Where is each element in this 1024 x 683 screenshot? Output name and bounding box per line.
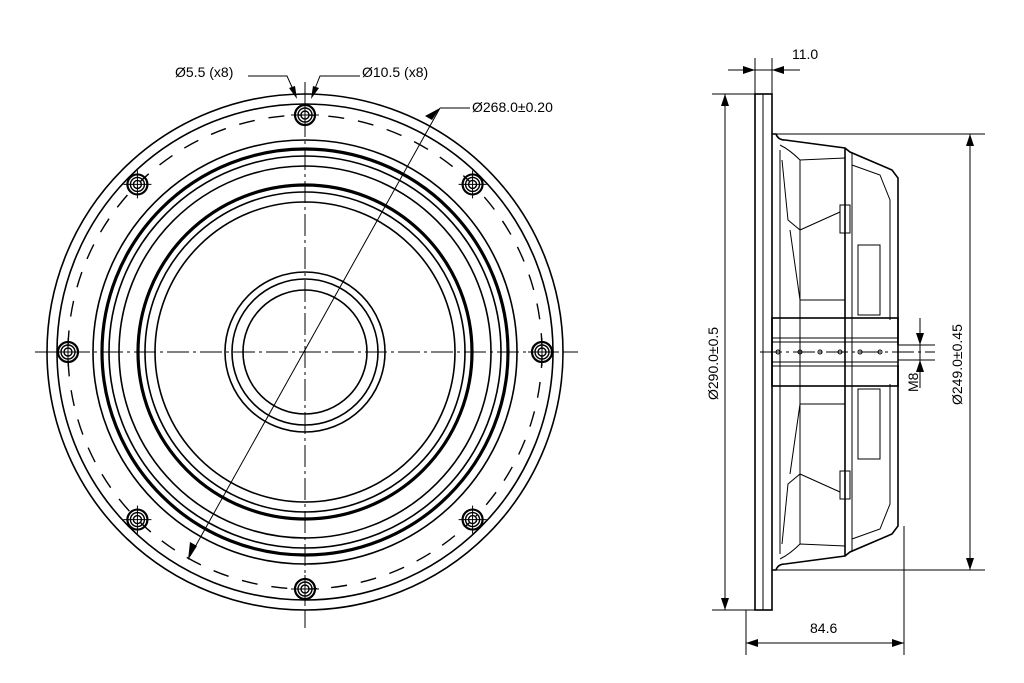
dimension-arrow [721, 598, 729, 610]
dimension-arrow [892, 639, 904, 647]
mounting-hole [458, 170, 487, 199]
motor-top [851, 164, 891, 320]
pole-dot [797, 349, 803, 355]
pole-dot [837, 349, 843, 355]
magnet-detail [857, 244, 881, 316]
dimension-arrow [289, 86, 297, 99]
mounting-holes [54, 101, 556, 603]
basket-clip [839, 204, 851, 234]
dimension-arrow [425, 108, 440, 120]
basket-top-outline [772, 133, 899, 345]
mounting-hole [291, 101, 319, 129]
leader-line [311, 75, 360, 97]
flange-thickness-label: 11.0 [792, 46, 818, 62]
bolt-circle-dimension-line [189, 107, 441, 557]
motor-bottom [851, 384, 891, 540]
pole-dot [877, 349, 883, 355]
side-view: M8 11.0 Ø290.0±0.5 Ø249.0±0.45 84.6 [705, 46, 985, 655]
front-view: Ø5.5 (x8) Ø10.5 (x8) Ø268.0±0.20 [35, 64, 578, 628]
pole-dot [857, 349, 863, 355]
basket-rib [781, 473, 841, 545]
bolt-circle-label: Ø268.0±0.20 [472, 99, 553, 115]
thread-label: M8 [905, 372, 921, 392]
basket-rib [781, 159, 841, 231]
dimension-arrow [743, 66, 755, 74]
dimension-arrow [311, 86, 319, 99]
leader-line [248, 75, 297, 97]
mounting-hole [123, 505, 152, 534]
mounting-hole [528, 338, 556, 366]
hole-large-label: Ø10.5 (x8) [362, 64, 428, 80]
dimension-arrow [916, 360, 924, 372]
basket-clip [839, 470, 851, 500]
basket-rib [789, 403, 845, 475]
cutout-diameter-label: Ø249.0±0.45 [949, 324, 965, 405]
dimension-arrow [966, 558, 974, 570]
dimension-arrow [721, 94, 729, 106]
mounting-hole [291, 575, 319, 603]
dimension-arrow [746, 639, 758, 647]
magnet-detail [857, 388, 881, 460]
dimension-arrow [966, 134, 974, 146]
basket-inner-top [779, 144, 846, 161]
basket-rib [789, 229, 845, 301]
basket-inner-bottom [779, 543, 846, 560]
outer-diameter-label: Ø290.0±0.5 [705, 327, 721, 400]
mounting-hole [54, 338, 82, 366]
pole-dot [775, 349, 781, 355]
basket-bottom-outline [772, 365, 899, 571]
dimension-arrow [188, 542, 197, 560]
pole-dot [817, 349, 823, 355]
mounting-hole [123, 170, 152, 199]
dimension-arrow [772, 66, 784, 74]
mounting-hole [458, 505, 487, 534]
hole-small-label: Ø5.5 (x8) [175, 64, 233, 80]
dimension-arrow [916, 333, 924, 345]
terminal-dots [775, 349, 883, 355]
depth-label: 84.6 [810, 620, 837, 636]
